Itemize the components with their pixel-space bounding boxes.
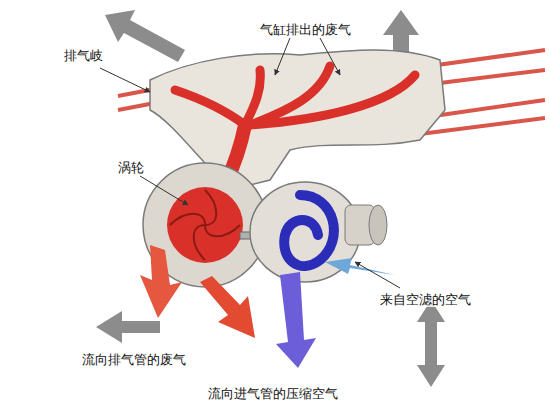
- part-label: 排气岐: [62, 48, 105, 63]
- label-holder: 排气岐: [62, 46, 105, 64]
- part-label: 气缸排出的废气: [258, 22, 353, 37]
- direction-arrows: [96, 10, 445, 387]
- label-holder: 涡轮: [116, 158, 146, 176]
- part-label: 流向排气管的废气: [80, 352, 188, 367]
- label-holder: 气缸排出的废气: [258, 20, 353, 38]
- leader-lines: [100, 38, 400, 288]
- part-label: 来自空滤的空气: [378, 292, 473, 307]
- intake-arrow: [325, 258, 395, 275]
- part-label: 涡轮: [116, 160, 146, 175]
- exhaust-out-arrow: [140, 245, 182, 318]
- part-label: 流向进气管的压缩空气: [206, 386, 340, 401]
- turbine-wheel: [167, 187, 243, 263]
- label-holder: 流向排气管的废气: [80, 350, 188, 368]
- label-holder: 来自空滤的空气: [378, 290, 473, 308]
- compressor-air: [284, 195, 334, 266]
- exhaust-out-arrow: [200, 276, 255, 338]
- label-holder: 流向进气管的压缩空气: [206, 384, 340, 402]
- compressed-air-arrow: [276, 272, 316, 368]
- inlet-cap: [369, 205, 387, 245]
